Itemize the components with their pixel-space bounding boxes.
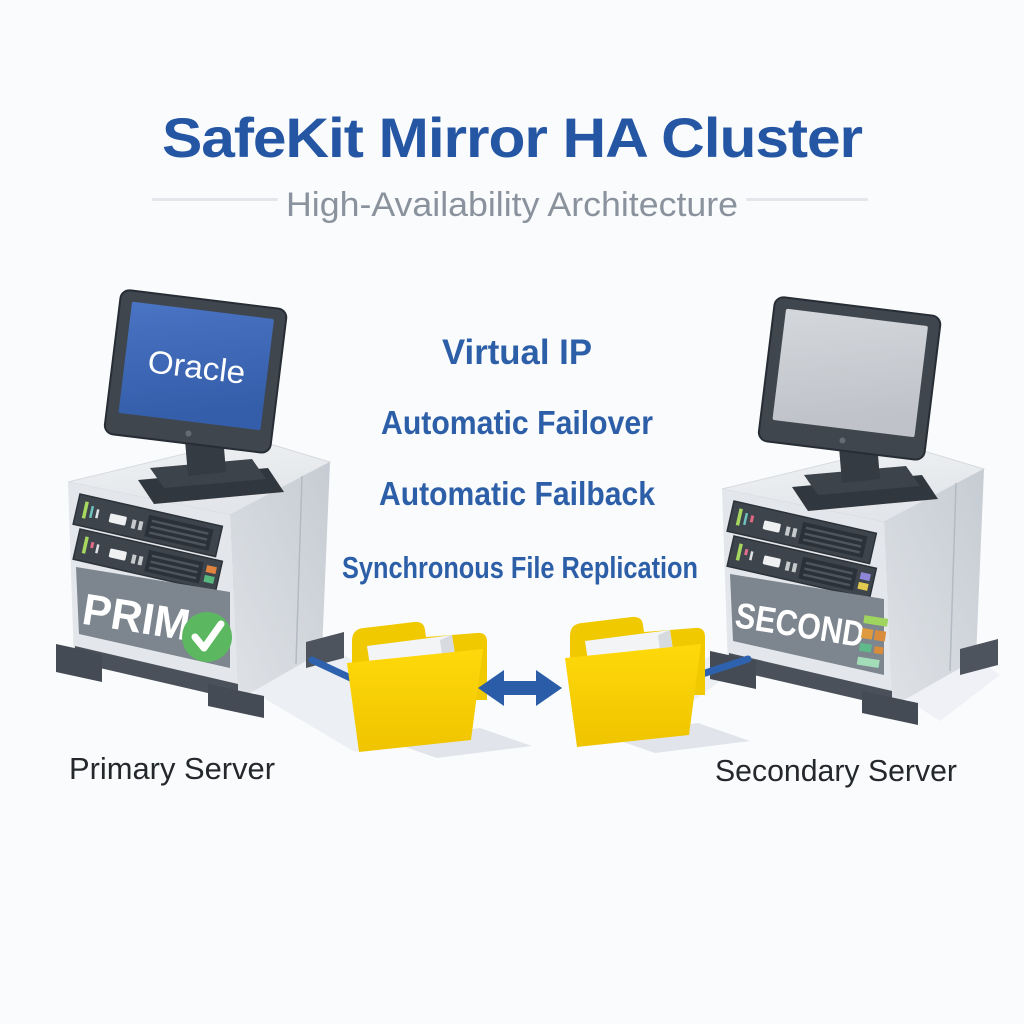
page-subtitle: High-Availability Architecture <box>286 186 738 224</box>
led-light <box>735 543 743 561</box>
folder-front <box>565 644 701 747</box>
led-light <box>90 541 95 549</box>
primary-server: PRIM Oracle <box>56 289 450 752</box>
vent-slat <box>805 561 853 575</box>
tower-foot-front <box>862 691 918 725</box>
vent-slat <box>150 560 198 574</box>
monitor-head <box>757 296 942 461</box>
bay-button <box>108 513 127 526</box>
vent-slat <box>151 554 199 568</box>
feature-virtual-ip: Virtual IP <box>442 333 592 372</box>
primary-screen <box>118 301 274 431</box>
feature-automatic-failback: Automatic Failback <box>379 475 656 512</box>
tower-side-seam <box>949 482 957 672</box>
tower-side-face <box>230 462 330 700</box>
bay-switch <box>791 527 798 538</box>
secondary-server: SECOND <box>644 296 1000 725</box>
subtitle-rule-left <box>152 198 278 201</box>
band-panel <box>730 574 884 675</box>
led-light <box>749 515 755 523</box>
tower-base-strip <box>728 653 892 707</box>
sticker-green <box>863 615 889 627</box>
sticker-teal <box>858 642 873 653</box>
primary-drive-bay-2 <box>72 528 224 593</box>
indicator-purple <box>859 572 871 582</box>
vent-slat <box>151 519 209 535</box>
vent-slat <box>802 538 861 554</box>
vent-slat <box>150 525 208 541</box>
primary-tower: PRIM <box>56 437 344 718</box>
secondary-status-band: SECOND <box>730 574 889 675</box>
secondary-status-stickers <box>856 615 889 668</box>
bay-switch <box>791 562 798 573</box>
tower-foot-front <box>208 684 264 718</box>
folder-front <box>347 649 483 752</box>
secondary-screen <box>772 308 928 438</box>
bay-switch <box>784 526 791 536</box>
bay-switch <box>137 555 144 566</box>
monitor-logo-dot <box>185 430 192 437</box>
sticker-mint <box>856 656 880 668</box>
sticker-orange <box>873 646 884 655</box>
secondary-drive-bay-1 <box>726 500 878 565</box>
tower-base-strip <box>74 646 238 700</box>
bidirectional-arrow-icon <box>478 670 562 706</box>
tower-side-face <box>884 469 984 707</box>
sticker-orange <box>873 630 887 642</box>
primary-drive-bay-1 <box>72 493 224 558</box>
led-light <box>81 536 89 554</box>
primary-monitor: Oracle <box>103 289 288 504</box>
bay-switch <box>784 561 791 571</box>
secondary-monitor <box>757 296 942 511</box>
vent-slat <box>805 526 863 542</box>
primary-caption: Primary Server <box>69 751 275 786</box>
tower-side-seam <box>295 475 303 665</box>
indicator-orange <box>205 565 217 575</box>
indicator-green <box>203 574 215 584</box>
vent-slat <box>804 532 862 548</box>
led-light <box>742 512 749 526</box>
led-light <box>81 501 89 519</box>
primary-status-band: PRIM <box>76 567 232 668</box>
replicated-folder-primary <box>347 621 532 758</box>
tower-foot-left <box>56 644 102 682</box>
replicated-folder-secondary <box>565 616 750 753</box>
monitor-logo-dot <box>839 437 846 444</box>
bay-button <box>108 548 127 561</box>
bay-switch <box>130 519 137 529</box>
vent-slat <box>804 567 852 581</box>
bay-button <box>762 555 781 568</box>
led-light <box>749 551 754 561</box>
vent-slat <box>802 573 851 587</box>
check-icon <box>182 612 232 662</box>
feature-list: Virtual IP Automatic Failover Automatic … <box>342 333 698 585</box>
monitor-head: Oracle <box>103 289 288 454</box>
feature-sync-replication: Synchronous File Replication <box>342 550 698 585</box>
bay-button <box>762 520 781 533</box>
vent-slat <box>148 531 207 547</box>
page-title: SafeKit Mirror HA Cluster <box>162 106 862 169</box>
subtitle-rule-right <box>746 198 868 201</box>
tower-foot-back <box>960 639 998 675</box>
led-light <box>95 509 100 519</box>
bay-switch <box>137 520 144 531</box>
secondary-server-shadow-right <box>906 655 1000 721</box>
bay-switch <box>130 554 137 564</box>
vent-slat <box>148 566 197 580</box>
led-light <box>735 508 743 526</box>
secondary-drive-bay-2 <box>726 535 878 600</box>
sticker-orange <box>860 627 874 640</box>
secondary-caption: Secondary Server <box>715 753 957 788</box>
feature-automatic-failover: Automatic Failover <box>381 404 653 441</box>
led-light <box>88 505 95 519</box>
indicator-yellow <box>857 581 869 591</box>
led-light <box>744 548 749 556</box>
led-light <box>95 544 100 554</box>
